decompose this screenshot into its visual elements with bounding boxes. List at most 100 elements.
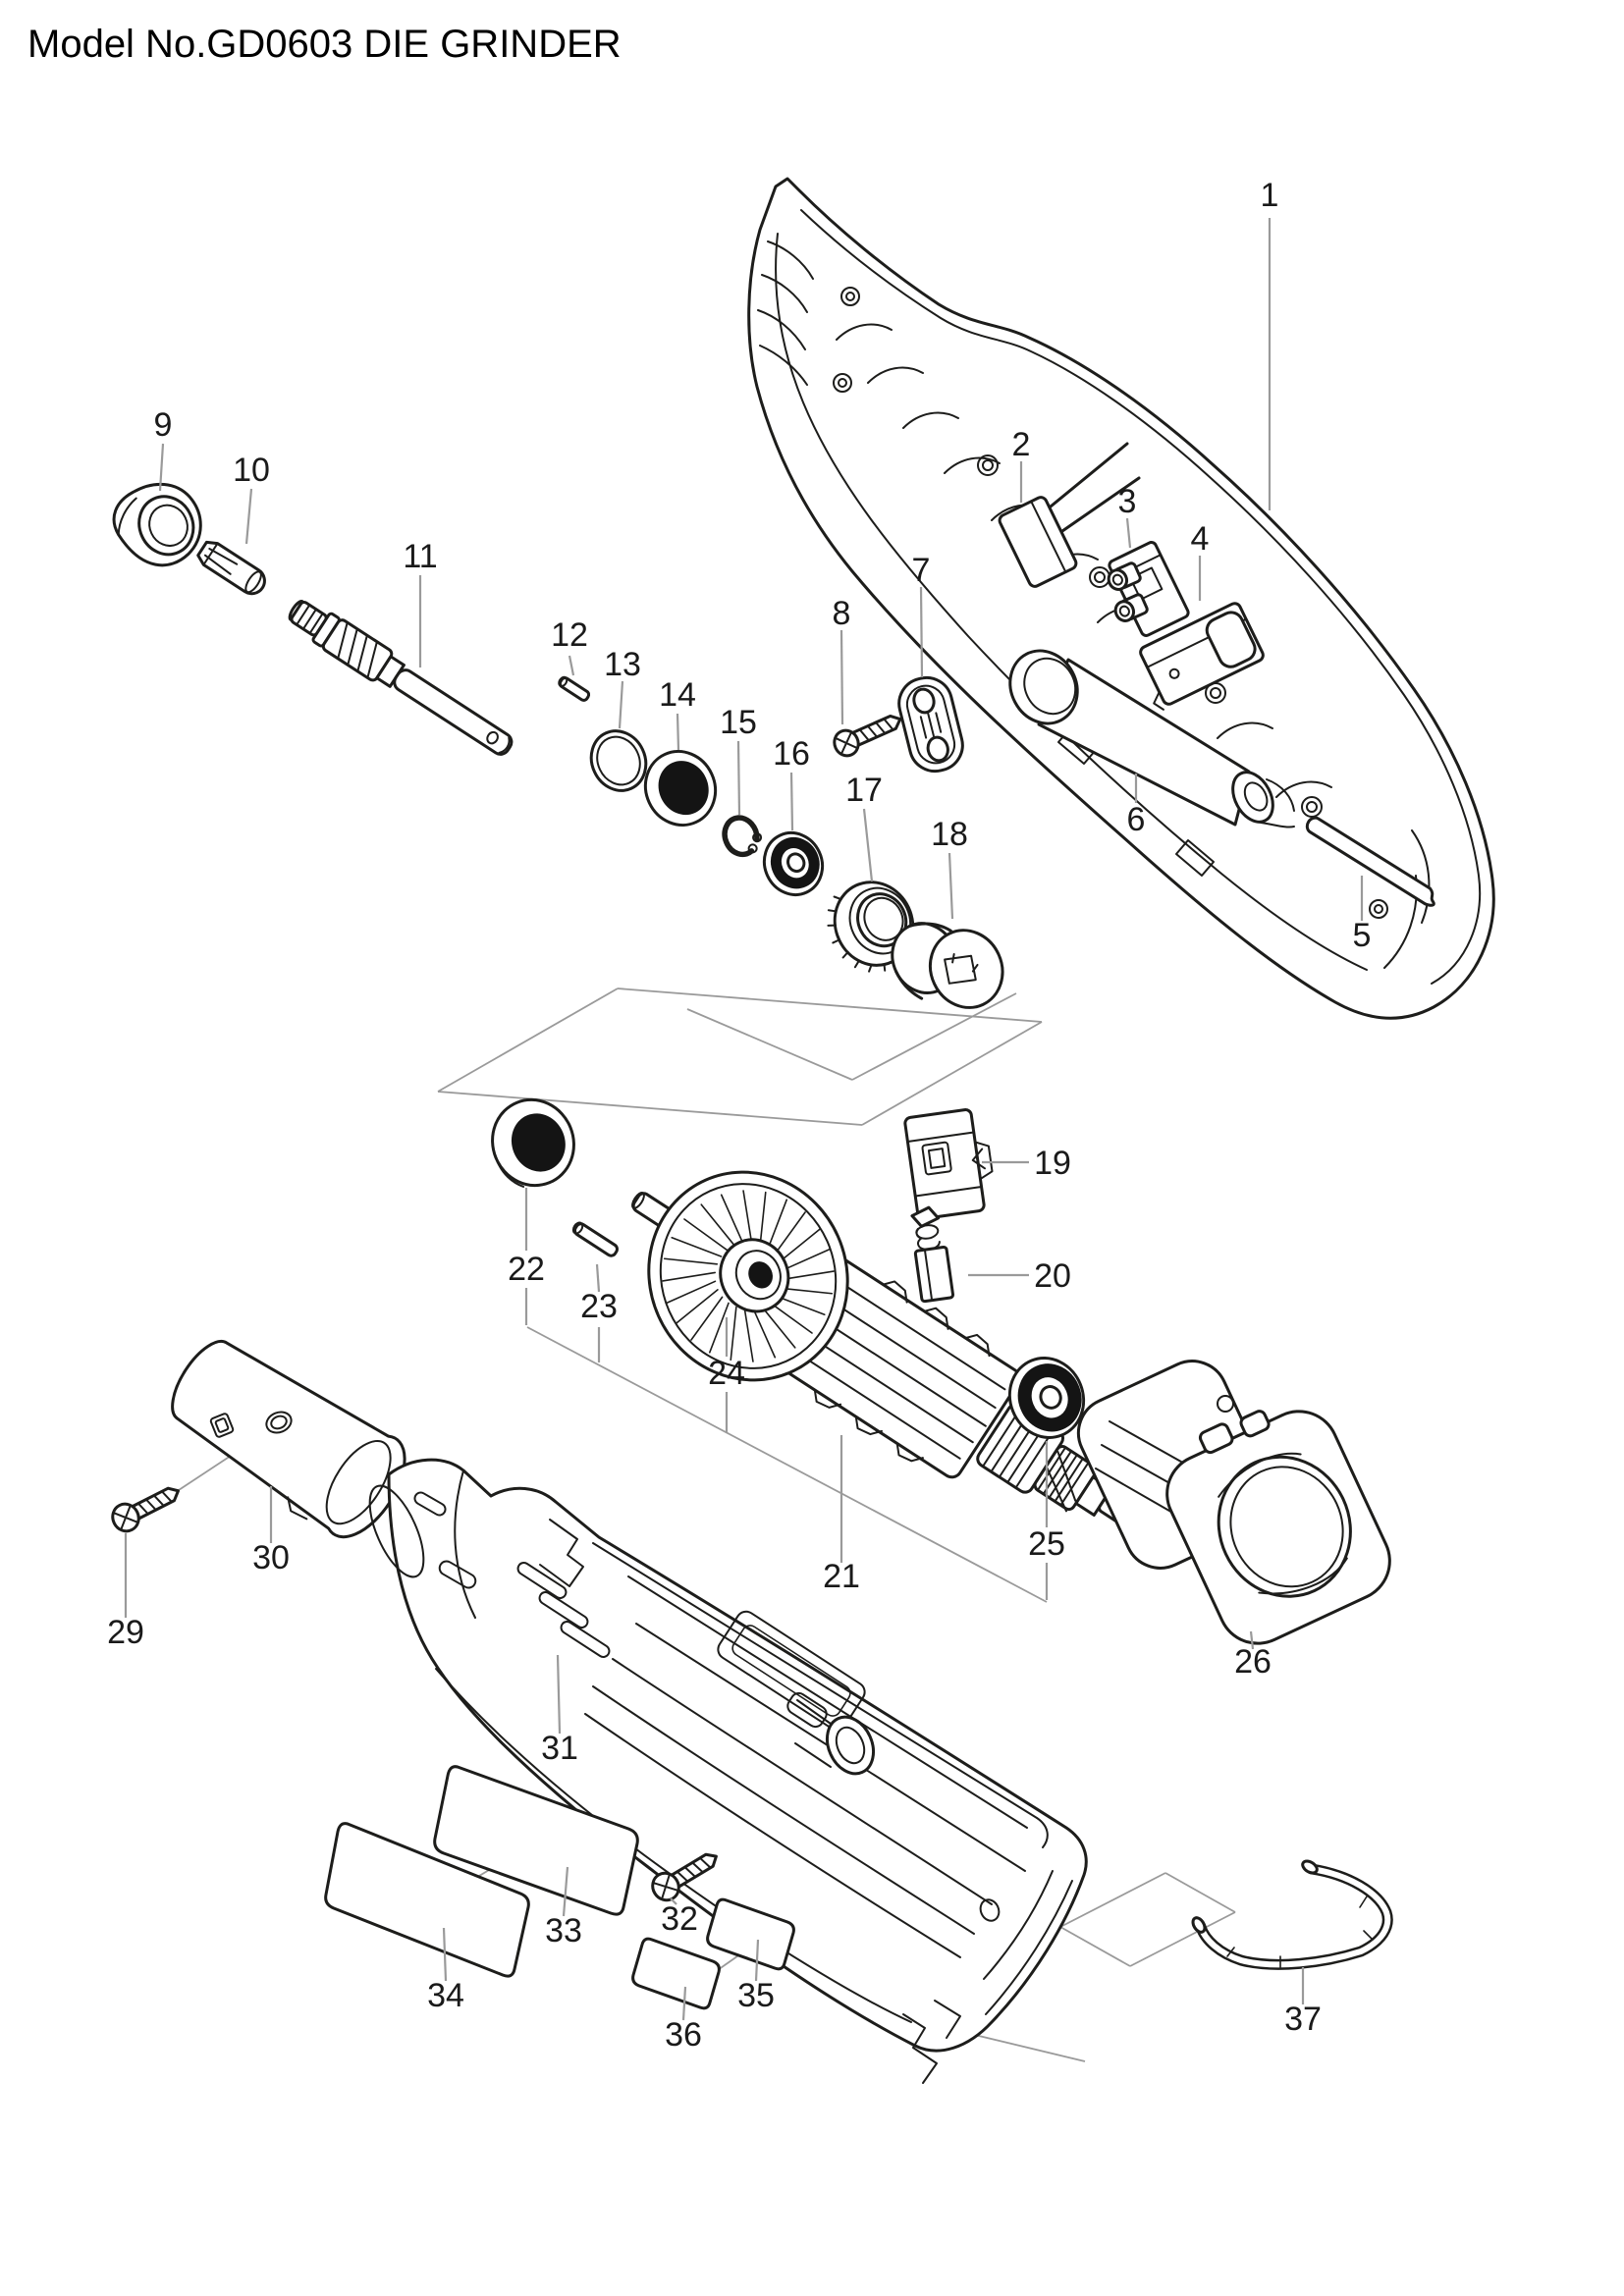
callout-37: 37 — [1284, 2001, 1322, 2038]
construction-line — [1059, 1872, 1166, 1928]
part-3-terminal-block — [1107, 541, 1190, 637]
part-18-lock-collar — [891, 922, 1004, 1009]
construction-line — [1059, 1926, 1131, 1967]
part-31-motor-housing — [368, 1458, 1088, 2084]
leader-line — [947, 852, 954, 920]
construction-line — [1129, 1911, 1236, 1967]
callout-33: 33 — [545, 1912, 582, 1949]
leader-line — [244, 488, 253, 545]
callout-3: 3 — [1118, 483, 1137, 520]
construction-line — [437, 1091, 863, 1126]
callout-13: 13 — [604, 646, 641, 683]
callout-32: 32 — [661, 1900, 698, 1938]
page-title: Model No.GD0603 DIE GRINDER — [27, 23, 622, 66]
leader-line — [681, 1986, 687, 2021]
leader-layer — [124, 218, 1364, 2021]
construction-line — [851, 992, 1017, 1081]
callout-11: 11 — [403, 538, 437, 575]
leader-line — [618, 680, 624, 729]
callout-17: 17 — [845, 772, 883, 809]
callout-10: 10 — [233, 452, 270, 489]
callout-23: 23 — [580, 1288, 618, 1325]
leader-line — [839, 629, 844, 725]
callout-5: 5 — [1353, 917, 1372, 954]
part-16-ball-bearing — [762, 831, 825, 896]
part-8-screw — [833, 714, 902, 758]
construction-line — [437, 988, 619, 1093]
callout-7: 7 — [912, 552, 931, 589]
callout-24: 24 — [708, 1355, 745, 1392]
part-6-baffle-tube — [1008, 649, 1295, 828]
part-10-collet-cone — [196, 540, 266, 596]
callout-26: 26 — [1234, 1643, 1272, 1681]
callout-12: 12 — [551, 616, 588, 654]
part-2-capacitor — [998, 442, 1141, 588]
callout-4: 4 — [1191, 520, 1210, 558]
callout-18: 18 — [931, 816, 968, 853]
part-34-label — [324, 1822, 530, 1978]
leader-line — [442, 1927, 448, 1982]
leader-line — [1249, 1630, 1255, 1650]
part-22-bearing — [491, 1097, 575, 1188]
part-30-rear-cover — [171, 1340, 406, 1539]
part-37-hanger — [1191, 1859, 1393, 1970]
leader-line — [568, 655, 575, 676]
callout-16: 16 — [773, 735, 810, 773]
construction-line — [526, 1326, 1048, 1603]
leader-line — [676, 713, 680, 751]
part-20-carbon-brush — [910, 1205, 955, 1304]
callout-9: 9 — [154, 406, 173, 444]
leader-line — [556, 1654, 562, 1735]
part-36-label — [631, 1937, 721, 2010]
callout-19: 19 — [1034, 1145, 1071, 1182]
leader-line — [595, 1263, 601, 1293]
callout-1: 1 — [1261, 177, 1279, 214]
callout-29: 29 — [107, 1614, 144, 1651]
construction-line — [686, 1008, 853, 1081]
leader-line — [158, 443, 165, 492]
leader-line — [736, 740, 741, 816]
part-32-screw — [651, 1852, 718, 1902]
leader-line — [754, 1939, 760, 1982]
part-15-retaining-ring — [722, 815, 763, 858]
screw-bosses — [833, 287, 1388, 919]
construction-line — [1164, 1872, 1236, 1913]
callout-21: 21 — [823, 1558, 860, 1595]
callout-8: 8 — [833, 595, 851, 632]
part-14-rubber-ring — [643, 750, 718, 827]
part-7-bearing-retainer — [897, 675, 964, 774]
callout-22: 22 — [508, 1251, 545, 1288]
callout-14: 14 — [659, 676, 696, 714]
part-19-brush-holder — [903, 1108, 994, 1220]
part-33-name-plate — [433, 1765, 639, 1916]
callout-30: 30 — [252, 1539, 290, 1576]
leader-line — [1125, 517, 1132, 549]
leader-line — [862, 808, 874, 882]
part-24-fan — [647, 1170, 849, 1382]
part-11-spindle — [288, 600, 514, 756]
part-25-bearing — [1007, 1357, 1086, 1439]
part-9-collet-nut — [112, 482, 202, 567]
callout-34: 34 — [427, 1977, 464, 2014]
callout-36: 36 — [665, 2016, 702, 2054]
part-12-pin — [558, 675, 591, 702]
callout-31: 31 — [541, 1730, 578, 1767]
callout-6: 6 — [1127, 801, 1146, 838]
part-26-field-stator — [1076, 1360, 1391, 1645]
callout-35: 35 — [737, 1977, 775, 2014]
callout-20: 20 — [1034, 1257, 1071, 1295]
callout-layer: 1234567891011121314151617181920212223242… — [107, 177, 1371, 2054]
part-5-bar — [1305, 816, 1435, 907]
leader-line — [670, 1897, 677, 1905]
leader-line — [562, 1866, 569, 1917]
leader-line — [789, 772, 794, 831]
part-29-screw — [111, 1486, 180, 1533]
callout-2: 2 — [1012, 426, 1031, 463]
leader-line — [919, 586, 924, 678]
part-23-pin — [571, 1221, 619, 1257]
part-35-label — [706, 1897, 795, 1971]
construction-line — [861, 1021, 1043, 1126]
part-4-switch — [1139, 602, 1265, 711]
